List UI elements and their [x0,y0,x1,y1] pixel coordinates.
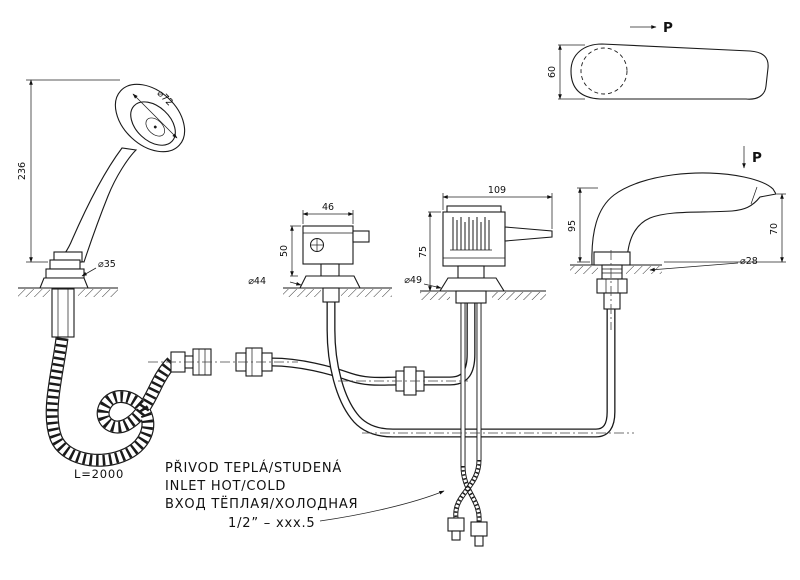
spout-curve [591,172,777,266]
spout-section-arrow: P [742,146,762,169]
dim-46-label: 46 [322,202,334,213]
shower-shaft [51,288,75,338]
inlet-hose-nuts [447,517,488,547]
diverter-valve [299,225,370,303]
dim-60-label: 60 [547,66,558,78]
dim-75-label: 75 [418,246,429,258]
mixer-cartridge [450,217,492,251]
mixer-lever [504,226,553,242]
centerlines [148,250,634,434]
spout-section-label: P [752,150,762,166]
dim-d44-label: ⌀44 [248,276,266,287]
thread-spec-label: 1/2” – xxx.5 [228,516,316,531]
dim-spout-d28: ⌀28 [649,256,758,272]
dim-section-60: 60 [547,44,585,100]
note-english: INLET HOT/COLD [165,479,286,494]
inlet-hoses [447,302,488,547]
dim-mixer-109: 109 [442,185,553,229]
spout [591,172,777,310]
dim-diverter-d44: ⌀44 [248,276,302,287]
dim-d28-label: ⌀28 [740,256,758,267]
section-cylinder [570,43,769,100]
dim-70-label: 70 [769,223,780,235]
dim-diverter-46: 46 [302,202,354,224]
supply-pipes [271,296,616,438]
diverter-lever [352,230,370,243]
dim-236-label: 236 [17,162,28,180]
note-russian: ВХОД ТЁПЛАЯ/ХОЛОДНАЯ [165,496,358,512]
shower-head [114,83,186,153]
note-czech: PŘIVOD TEPLÁ/STUDENÁ [165,460,342,476]
dim-50-label: 50 [279,245,290,257]
spout-tailpiece [596,264,628,310]
mixer-escutcheon [439,277,505,292]
hose-length-label: L=2000 [74,467,124,481]
notes-block: PŘIVOD TEPLÁ/STUDENÁ INLET HOT/COLD ВХОД… [165,460,445,531]
dim-spout-95: 95 [567,187,598,263]
dim-shower-236: 236 [17,79,120,263]
section-label: P [663,20,673,36]
shower-hose [45,337,273,467]
hand-shower [39,83,186,338]
mixer-body [439,205,553,304]
dim-mixer-d49: ⌀49 [404,275,442,289]
dim-diverter-50: 50 [279,225,301,277]
dim-d35-label: ⌀35 [98,259,116,270]
section-arrow: P [630,20,673,36]
dimensions: 236 ⌀72 ⌀35 L=2000 46 50 [17,79,786,481]
dim-95-label: 95 [567,220,578,232]
diverter-escutcheon [299,275,361,289]
shower-escutcheon [39,277,89,289]
section-bore-circle [580,47,628,95]
shower-handle [61,147,138,263]
dim-d49-label: ⌀49 [404,275,422,286]
thread-spec-leader [319,490,445,522]
dim-spout-70: 70 [664,193,786,263]
section-view: P 60 [547,20,769,100]
spout-escutcheon [593,251,631,266]
dim-shower-base-d35: ⌀35 [81,259,116,277]
dim-109-label: 109 [488,185,506,196]
dim-mixer-75: 75 [418,211,441,292]
